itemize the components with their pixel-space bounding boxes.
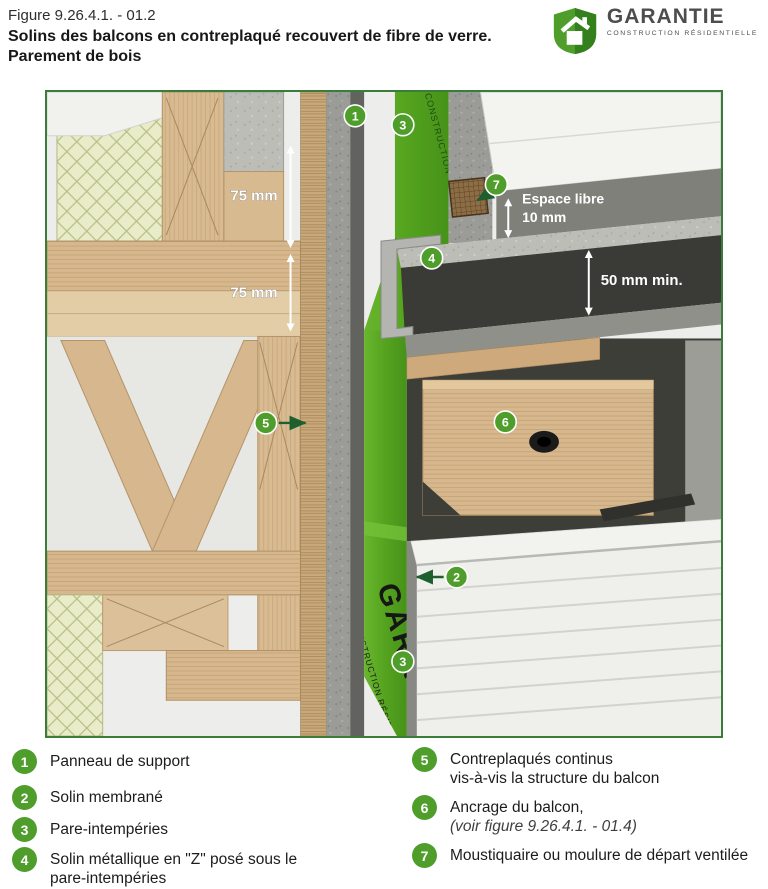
logo-name: GARANTIE xyxy=(606,5,725,28)
wall-assembly xyxy=(47,92,301,736)
legend-item-5: 5 Contreplaqués continus vis-à-vis la st… xyxy=(412,747,660,788)
continuous-plywood-strip xyxy=(300,92,327,736)
callout-1: 1 xyxy=(343,104,367,128)
deck-wood-nailer xyxy=(406,337,601,380)
callout-3-top: 3 xyxy=(391,113,415,137)
weather-barrier-strip xyxy=(350,92,365,736)
callout-3-bottom-number: 3 xyxy=(399,655,406,669)
callout-2-number: 2 xyxy=(453,570,460,584)
legend-label-3: Pare-intempéries xyxy=(50,821,169,838)
callout-6-number: 6 xyxy=(502,415,509,429)
legend-label-6-line1: Ancrage du balcon, xyxy=(450,799,584,816)
logo-subtitle: CONSTRUCTION RÉSIDENTIELLE xyxy=(606,30,758,37)
dimension-50mm: 50 mm min. xyxy=(584,250,683,316)
white-trim-board xyxy=(47,92,163,137)
figure-label: Figure 9.26.4.1. - 01.2 xyxy=(8,7,156,24)
deck-dark-edge xyxy=(400,235,721,336)
wood-block-top xyxy=(223,171,285,242)
legend-item-2: 2 Solin membrané xyxy=(12,785,163,810)
legend-label-6-line2: (voir figure 9.26.4.1. - 01.4) xyxy=(450,818,637,835)
callout-4: 4 xyxy=(419,246,444,270)
support-panel-strip xyxy=(326,92,351,736)
soffit-strip xyxy=(410,519,721,566)
page-title-line1: Solins des balcons en contreplaqué recou… xyxy=(8,28,492,45)
legend-badge-5: 5 xyxy=(412,747,437,772)
legend-item-3: 3 Pare-intempéries xyxy=(12,817,169,842)
callout-5-number: 5 xyxy=(262,416,269,430)
insulation-panel-bottom xyxy=(47,594,104,736)
dimension-espace-libre: Espace libre 10 mm xyxy=(504,190,604,239)
callout-2: 2 xyxy=(444,565,469,589)
deck-top-surface xyxy=(396,216,721,268)
legend-badge-4: 4 xyxy=(12,847,37,872)
espace-10mm-label: 10 mm xyxy=(522,209,566,225)
legend-label-4-line2: pare-intempéries xyxy=(50,870,167,887)
logo-text: GARANTIE CONSTRUCTION RÉSIDENTIELLE xyxy=(606,5,758,38)
dim-50mm-label: 50 mm min. xyxy=(601,273,683,289)
legend-label-5-line2: vis-à-vis la structure du balcon xyxy=(450,770,660,787)
top-plate-upper xyxy=(47,240,301,292)
callout-7-arrow xyxy=(476,185,496,202)
bottom-chord xyxy=(47,550,301,596)
header: Figure 9.26.4.1. - 01.2 Solins des balco… xyxy=(8,7,492,67)
espace-libre-label: Espace libre xyxy=(522,190,604,206)
z-metal-flashing xyxy=(380,234,442,340)
legend-label-4-line1: Solin métallique en "Z" posé sous le xyxy=(50,851,298,868)
legend-badge-2: 2 xyxy=(12,785,37,810)
legend-badge-1: 1 xyxy=(12,749,37,774)
callout-3-top-number: 3 xyxy=(399,118,406,132)
legend-item-4: 4 Solin métallique en "Z" posé sous le p… xyxy=(12,847,298,888)
callout-7: 7 xyxy=(484,172,509,197)
wood-siding xyxy=(416,539,721,736)
legend-label-5-line1: Contreplaqués continus xyxy=(450,751,613,768)
callout-5: 5 xyxy=(253,411,278,435)
legend-item-1: 1 Panneau de support xyxy=(12,749,190,774)
dim-75mm-top-label: 75 mm xyxy=(230,188,277,204)
balcony-deck xyxy=(396,216,721,380)
garantie-logo: GARANTIE CONSTRUCTION RÉSIDENTIELLE xyxy=(552,6,758,61)
legend-badge-7: 7 xyxy=(412,843,437,868)
balcony-beam xyxy=(422,379,696,522)
callout-3-bottom: 3 xyxy=(391,649,415,674)
legend-label-2: Solin membrané xyxy=(50,789,163,806)
membrane-highlight xyxy=(364,521,407,542)
callout-4-number: 4 xyxy=(428,251,435,265)
soffit-shadow-void xyxy=(496,168,721,240)
callout-7-number: 7 xyxy=(493,178,500,192)
deck-underside-band xyxy=(404,302,721,358)
anchor-strap xyxy=(599,493,696,522)
dim-75mm-bottom-label: 75 mm xyxy=(230,286,277,302)
vertical-stud xyxy=(257,335,301,656)
construction-detail-figure: GARANTIE CONSTRUCTION RÉSIDENTIELLE CONS… xyxy=(45,90,723,738)
callout-1-number: 1 xyxy=(352,109,359,123)
page-title-line2: Parement de bois xyxy=(8,48,142,65)
legend-badge-3: 3 xyxy=(12,817,37,842)
wood-blocking-2 xyxy=(165,650,301,701)
wood-stud-top xyxy=(161,92,225,242)
legend-label-1: Panneau de support xyxy=(50,753,190,770)
siding-gap-shadow xyxy=(406,541,419,736)
legend-item-6: 6 Ancrage du balcon, (voir figure 9.26.4… xyxy=(412,795,637,836)
dimension-75mm-top: 75 mm xyxy=(230,145,295,249)
fascia-boards xyxy=(479,92,721,192)
grey-block xyxy=(223,92,285,173)
legend-item-7: 7 Moustiquaire ou moulure de départ vent… xyxy=(412,843,749,868)
right-panel xyxy=(685,340,721,542)
callout-6: 6 xyxy=(493,410,518,434)
shield-logo-icon xyxy=(552,6,598,61)
legend-label-7: Moustiquaire ou moulure de départ ventil… xyxy=(450,847,749,864)
legend-badge-6: 6 xyxy=(412,795,437,820)
dimension-75mm-bottom: 75 mm xyxy=(230,253,295,332)
